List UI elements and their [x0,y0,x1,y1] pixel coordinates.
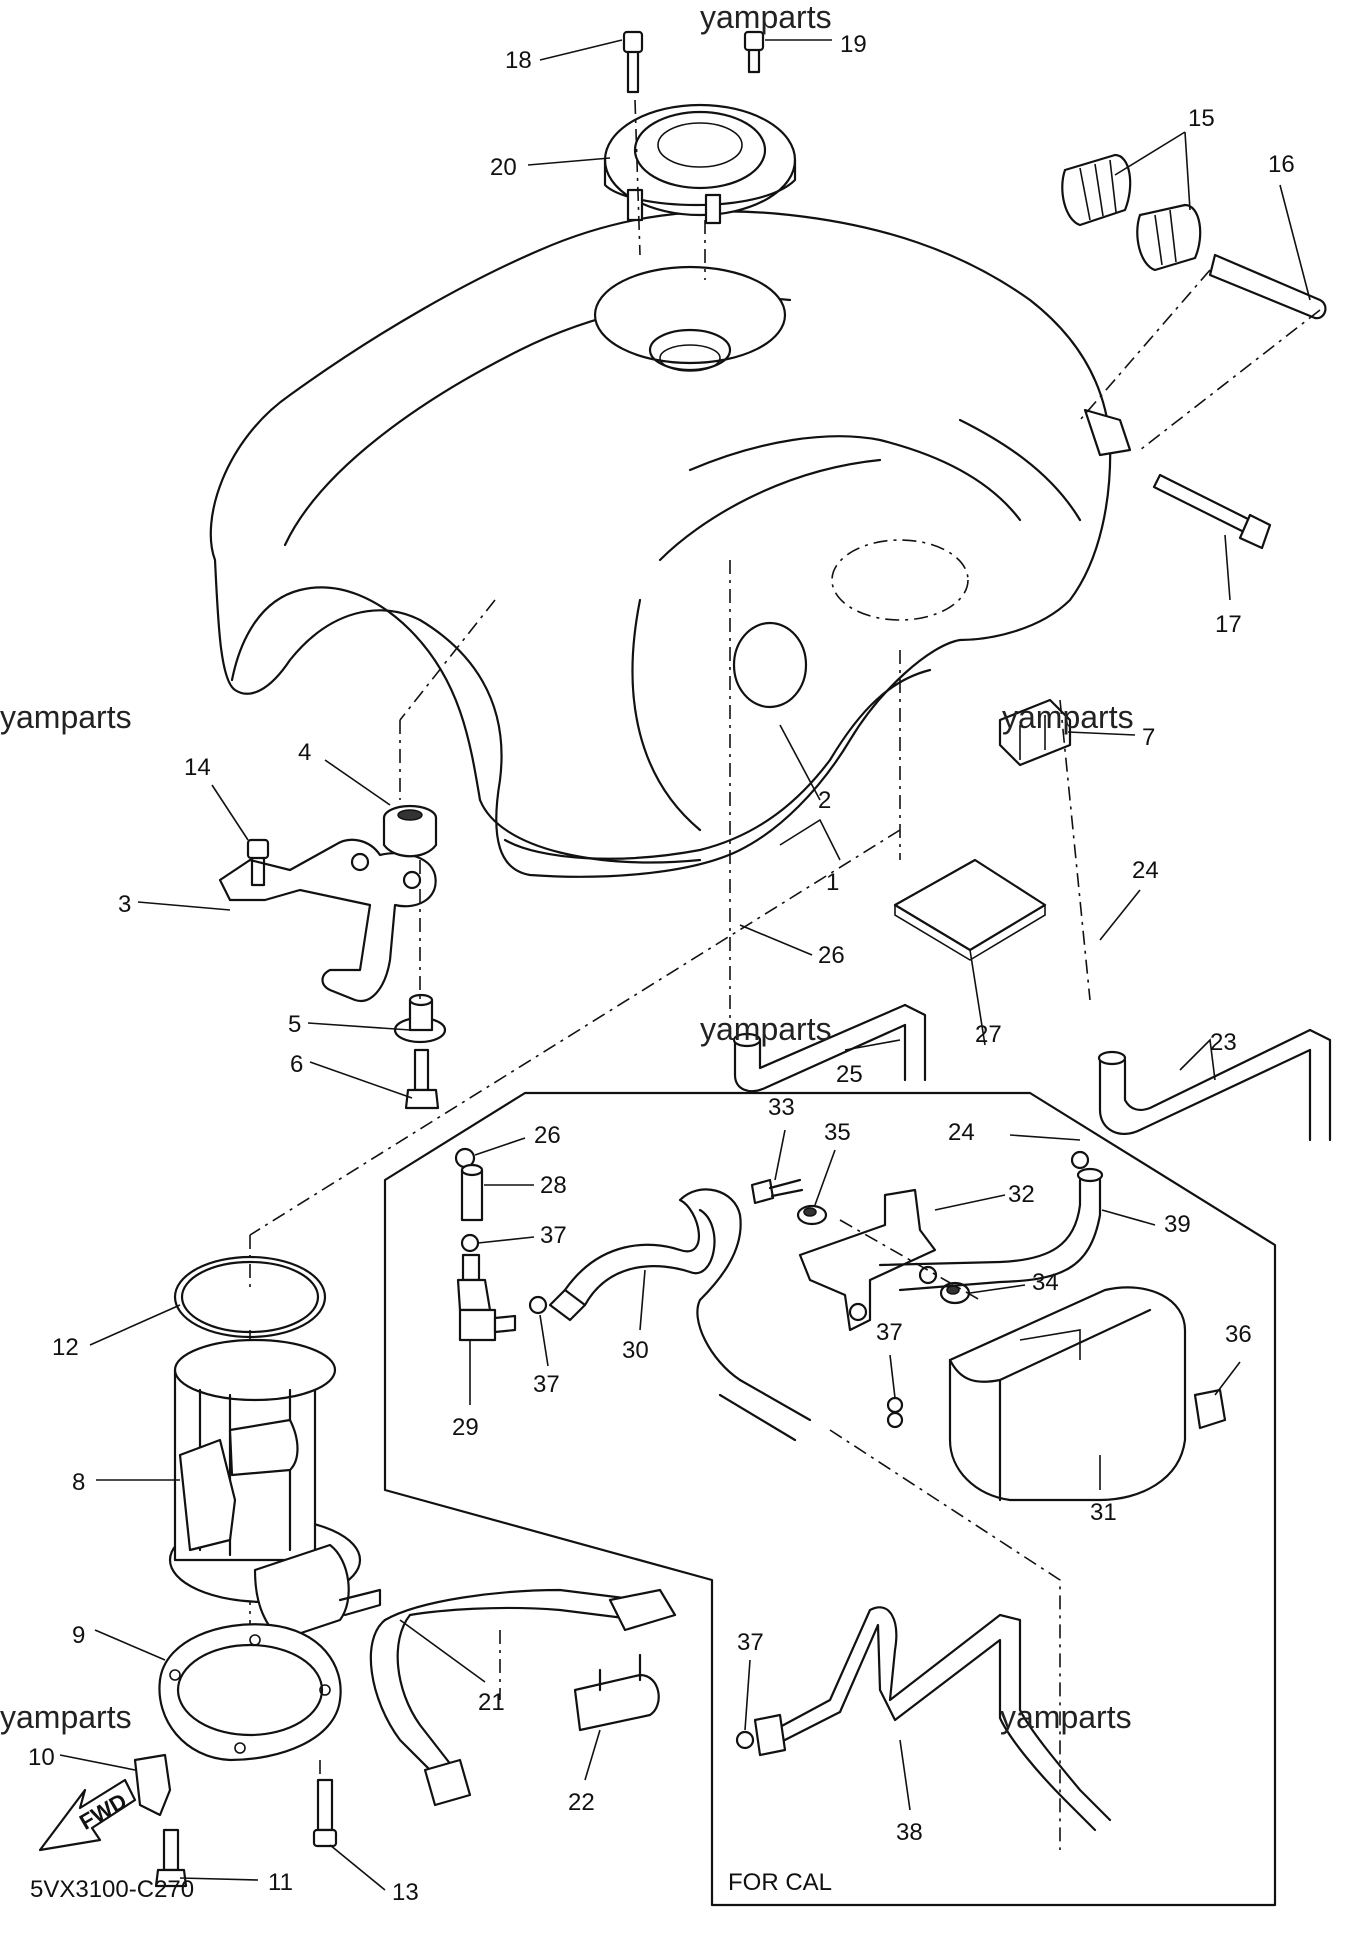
callout-37c: 37 [876,1319,903,1346]
hose-38 [753,1606,1112,1832]
callout-leaders [59,39,1311,1891]
callout-12: 12 [52,1334,79,1361]
pipe-28 [460,1163,484,1222]
callout-labels: 1 2 3 4 5 6 7 8 9 10 11 12 13 14 15 16 1… [28,31,1295,1906]
callout-4: 4 [298,739,311,766]
watermark: yamparts [0,1699,132,1735]
callout-14: 14 [184,754,211,781]
bolt-11 [154,1828,188,1888]
fuel-hose-21 [369,1588,677,1807]
hose-39 [878,1167,1104,1292]
callout-36: 36 [1225,1321,1252,1348]
callout-24: 24 [1132,857,1159,884]
callout-38: 38 [896,1819,923,1846]
clip-24-lower [1070,1150,1090,1170]
callout-17: 17 [1215,611,1242,638]
clip-37d [735,1730,755,1750]
collar-16 [1208,253,1327,320]
fuel-cap-assembly [603,103,797,225]
bracket-10 [133,1753,172,1817]
clip-37b [528,1295,548,1315]
damper-15b [1136,203,1202,272]
canister-31 [948,1286,1187,1502]
callout-32: 32 [1008,1181,1035,1208]
hose-25 [732,1003,927,1093]
watermark: yamparts [1000,1699,1132,1735]
callout-37b: 37 [533,1371,560,1398]
callout-26b: 26 [534,1122,561,1149]
watermarks: yamparts yamparts yamparts yamparts yamp… [0,0,1134,1735]
callout-13: 13 [392,1879,419,1906]
hose-23 [1097,1028,1332,1142]
damper-15a [1061,153,1132,227]
bolt-13 [312,1778,338,1848]
bolt-19 [743,30,765,74]
callout-5: 5 [288,1011,301,1038]
callout-9: 9 [72,1622,85,1649]
clip-37c [886,1396,904,1429]
callout-2: 2 [818,787,831,814]
callout-21: 21 [478,1689,505,1716]
callout-23: 23 [1210,1029,1237,1056]
damper-4 [382,804,438,858]
callout-35: 35 [824,1119,851,1146]
for-cal-label: FOR CAL [728,1869,832,1896]
fwd-arrow-icon: FWD [38,1778,137,1852]
callout-6: 6 [290,1051,303,1078]
diagram-code: 5VX3100-C270 [30,1876,194,1903]
callout-30: 30 [622,1337,649,1364]
hose-30 [548,1188,812,1442]
bolt-18 [622,30,644,94]
callout-18: 18 [505,47,532,74]
callout-19: 19 [840,31,867,58]
clip-22 [573,1653,660,1732]
callout-8: 8 [72,1469,85,1496]
callout-37d: 37 [737,1629,764,1656]
clip-37a [460,1233,480,1253]
callout-7: 7 [1142,724,1155,751]
callout-29: 29 [452,1414,479,1441]
fuel-pump-8 [168,1338,382,1642]
watermark: yamparts [700,0,832,35]
for-cal-region [383,1091,1277,1907]
collar-35 [796,1204,828,1226]
callout-33: 33 [768,1094,795,1121]
rollover-valve-29 [456,1253,517,1342]
callout-11: 11 [268,1869,293,1896]
callout-26: 26 [818,942,845,969]
callout-15: 15 [1188,105,1215,132]
callout-34: 34 [1032,1269,1059,1296]
pad-27 [893,858,1047,961]
bolt-17 [1152,473,1272,550]
watermark: yamparts [0,699,132,735]
callout-20: 20 [490,154,517,181]
callout-22: 22 [568,1789,595,1816]
callout-16: 16 [1268,151,1295,178]
callout-37a: 37 [540,1222,567,1249]
bolt-6 [404,1048,440,1110]
bolt-14 [246,838,270,887]
callout-1: 1 [826,869,839,896]
callout-31: 31 [1090,1499,1117,1526]
plate-9 [158,1623,342,1762]
collar-5 [393,993,447,1044]
clamp-7 [998,698,1072,767]
bolt-33 [750,1178,804,1205]
callout-25: 25 [836,1061,863,1088]
watermark: yamparts [700,1011,832,1047]
callout-3: 3 [118,891,131,918]
callout-39: 39 [1164,1211,1191,1238]
callout-10: 10 [28,1744,55,1771]
watermark: yamparts [1002,699,1134,735]
callout-27: 27 [975,1021,1002,1048]
callout-24b: 24 [948,1119,975,1146]
callout-28: 28 [540,1172,567,1199]
cap-36 [1193,1388,1227,1430]
fuel-tank [209,210,1132,878]
